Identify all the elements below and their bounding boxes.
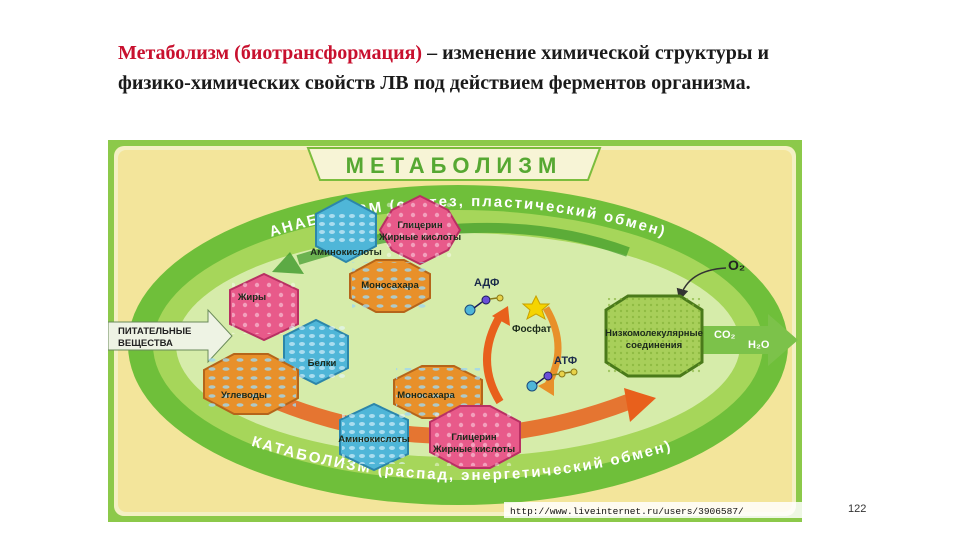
hex-glycerin-bottom: Глицерин Жирные кислоты xyxy=(430,406,520,468)
hex-glycerin-top-line2: Жирные кислоты xyxy=(378,232,461,243)
hex-glycerin-top: Глицерин Жирные кислоты xyxy=(378,196,461,264)
nutrients-label-line2: ВЕЩЕСТВА xyxy=(118,338,173,349)
hex-mono-bottom-label: Моносахара xyxy=(397,390,455,401)
low-molecular-line2: соединения xyxy=(626,340,682,351)
hex-glycerin-top-line1: Глицерин xyxy=(397,220,443,231)
hex-carbs-label: Углеводы xyxy=(221,390,267,401)
atp-label: АТФ xyxy=(554,355,577,367)
heading-term: Метаболизм (биотрансформация) xyxy=(118,42,422,64)
hex-mono-top-label: Моносахара xyxy=(361,280,419,291)
hex-amino-bottom-label: Аминокислоты xyxy=(338,434,409,445)
adp-label: АДФ xyxy=(474,277,499,289)
hex-amino-bottom: Аминокислоты xyxy=(338,404,409,470)
low-molecular-line1: Низкомолекулярные xyxy=(605,328,703,339)
diagram-title: МЕТАБОЛИЗМ xyxy=(346,153,563,178)
hex-carbs: Углеводы xyxy=(204,354,298,414)
hex-mono-top: Моносахара xyxy=(350,260,430,312)
hex-glycerin-bottom-line2: Жирные кислоты xyxy=(432,444,515,455)
hex-amino-top-label: Аминокислоты xyxy=(310,247,381,258)
page-number: 122 xyxy=(848,503,866,515)
metabolism-diagram: МЕТАБОЛИЗМ АНАБОЛИЗМ (синтез, пластическ… xyxy=(108,140,802,522)
slide-heading: Метаболизм (биотрансформация) – изменени… xyxy=(118,38,798,98)
o2-label: O₂ xyxy=(728,257,745,273)
h2o-label: H₂O xyxy=(748,339,770,351)
hex-fats-label: Жиры xyxy=(237,292,266,303)
nutrients-label-line1: ПИТАТЕЛЬНЫЕ xyxy=(118,326,191,337)
source-url[interactable]: http://www.liveinternet.ru/users/3906587… xyxy=(510,506,744,517)
phosphate-label: Фосфат xyxy=(512,323,551,335)
hex-glycerin-bottom-line1: Глицерин xyxy=(451,432,497,443)
co2-label: CO₂ xyxy=(714,329,736,341)
low-molecular-block: Низкомолекулярные соединения xyxy=(605,296,703,376)
hex-proteins-label: Белки xyxy=(308,358,337,369)
